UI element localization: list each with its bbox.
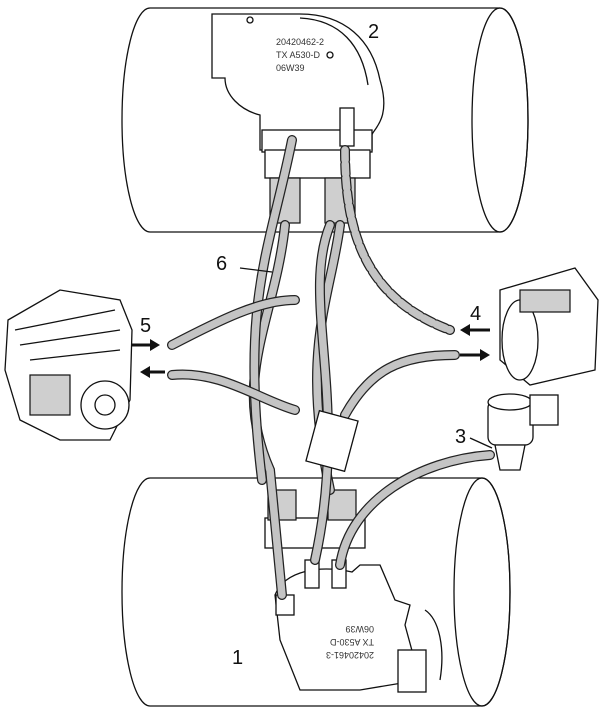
callout-4: 4 [470, 303, 481, 325]
heater-hoses [335, 145, 495, 570]
hoses [167, 135, 495, 600]
flow-arrows [132, 324, 490, 378]
bottom-plate-line3: 06W39 [345, 624, 374, 634]
top-plate-line1: 20420462-2 [276, 37, 324, 47]
engine-illustration [4, 289, 133, 441]
arrow-right-icon [150, 339, 160, 351]
engine-supply-return-hoses [167, 295, 300, 415]
component-3-illustration [487, 393, 559, 471]
callout-3: 3 [455, 426, 466, 448]
top-plate-line3: 06W39 [276, 63, 305, 73]
bottom-tank-valve: 20420461-3 TX A530-D 06W39 [264, 489, 443, 693]
callout-1: 1 [232, 647, 243, 669]
bottom-plate-line2: TX A530-D [329, 637, 374, 647]
hose-6 [249, 135, 297, 485]
arrow-right-icon [480, 349, 490, 361]
top-plate-line2: TX A530-D [276, 50, 321, 60]
arrow-left-icon [460, 324, 470, 336]
arrow-left-icon [140, 366, 150, 378]
heater-illustration [499, 267, 599, 386]
callout-2: 2 [368, 21, 379, 43]
callout-5: 5 [140, 315, 151, 337]
fuel-filter [305, 409, 359, 473]
callout-6: 6 [216, 253, 227, 275]
bottom-plate-line1: 20420461-3 [326, 650, 374, 660]
